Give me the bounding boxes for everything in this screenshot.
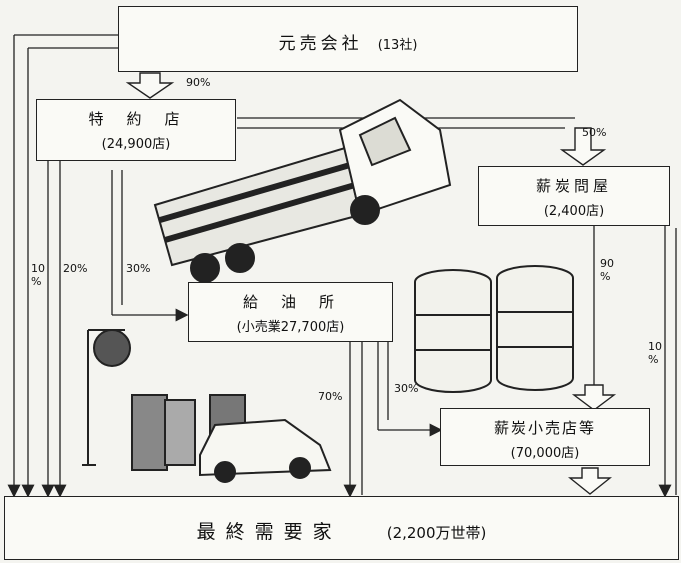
charcoal-retailer-count: (70,000店) <box>510 446 580 461</box>
wholesaler-box: 元売会社 (13社) <box>118 6 578 72</box>
wholesaler-count: (13社) <box>377 38 418 53</box>
pct-30-mid: 30% <box>394 382 419 395</box>
pct-10-left: 10 % <box>31 262 45 288</box>
dealer-count: (24,900店) <box>101 137 171 152</box>
charcoal-retailer-box: 薪炭小売店等 (70,000店) <box>440 408 650 466</box>
end-consumer-count: (2,200万世帯) <box>386 524 487 542</box>
gas-station-count: (小売業27,700店) <box>236 320 345 335</box>
oil-drums-illustration <box>414 265 574 393</box>
pct-30-left: 30% <box>126 262 151 275</box>
pct-90-top: 90% <box>186 76 211 89</box>
charcoal-wholesaler-box: 薪炭問屋 (2,400店) <box>478 166 670 226</box>
pct-50: 50% <box>582 126 607 139</box>
pct-10-right: 10 % <box>648 340 662 366</box>
pct-90-right: 90 % <box>600 257 614 283</box>
pct-70: 70% <box>318 390 343 403</box>
end-consumer-name: 最終需要家 <box>196 521 342 543</box>
tanker-truck-illustration <box>153 98 452 283</box>
dealer-box: 特 約 店 (24,900店) <box>36 99 236 161</box>
charcoal-retailer-name: 薪炭小売店等 <box>493 419 596 437</box>
gas-station-sign-illustration <box>82 329 131 466</box>
pct-20: 20% <box>63 262 88 275</box>
charcoal-wholesaler-count: (2,400店) <box>543 204 605 219</box>
end-consumer-box: 最終需要家 (2,200万世帯) <box>4 496 679 560</box>
dealer-name: 特 約 店 <box>88 110 184 128</box>
wholesaler-name: 元売会社 <box>278 34 363 54</box>
gas-station-box: 給 油 所 (小売業27,700店) <box>188 282 393 342</box>
gas-station-name: 給 油 所 <box>242 293 338 311</box>
gas-pump-and-car-illustration <box>131 394 332 483</box>
charcoal-wholesaler-name: 薪炭問屋 <box>535 177 612 195</box>
